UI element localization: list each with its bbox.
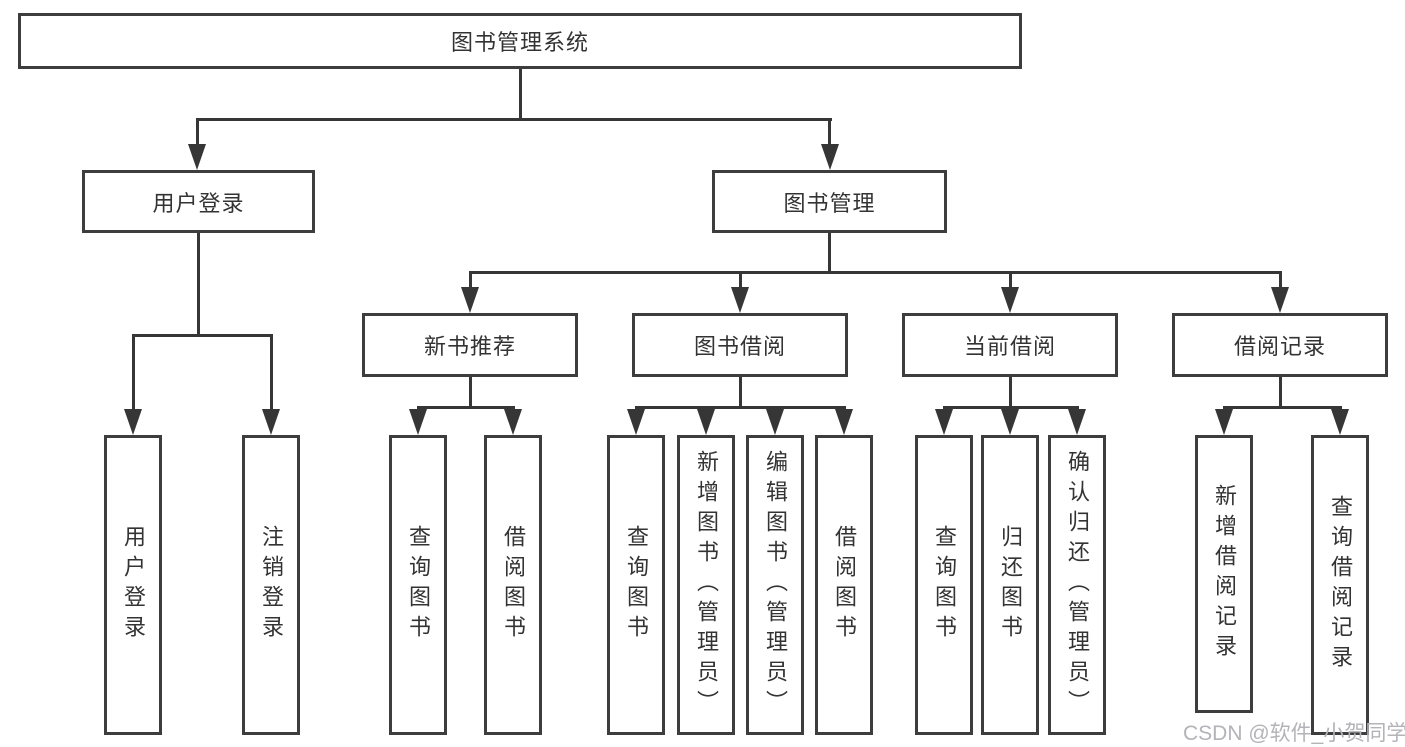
csdn-watermark: CSDN @软件_小贺同学 [1183, 722, 1405, 745]
connector-line [828, 120, 831, 146]
leaf-query-borrow-record: 查询借阅记录 [1311, 435, 1369, 735]
node-label: 注销登录 [259, 525, 284, 645]
node-label: 当前借阅 [963, 334, 1056, 359]
connector-line [197, 233, 200, 336]
connector-line [270, 334, 273, 412]
connector-line [1279, 377, 1282, 408]
node-label: 新书推荐 [423, 334, 516, 359]
node-label: 图书管理系统 [450, 30, 589, 55]
arrowhead-down-icon [766, 409, 784, 435]
node-new-book-recommend: 新书推荐 [362, 313, 578, 377]
connector-line [132, 334, 135, 412]
connector-line [828, 233, 831, 274]
arrowhead-down-icon [627, 409, 645, 435]
connector-line [469, 377, 472, 408]
connector-line [417, 406, 515, 409]
node-label: 借阅图书 [501, 525, 526, 645]
node-borrow-records: 借阅记录 [1172, 313, 1388, 377]
connector-line [739, 377, 742, 408]
connector-line [132, 334, 273, 337]
node-root-library-system: 图书管理系统 [18, 13, 1022, 69]
arrowhead-down-icon [1215, 409, 1233, 435]
connector-line [469, 271, 1282, 274]
arrowhead-down-icon [262, 409, 280, 435]
arrowhead-down-icon [1001, 409, 1019, 435]
arrowhead-down-icon [1271, 287, 1289, 313]
node-label: 查询图书 [406, 525, 431, 645]
leaf-user-login: 用户登录 [104, 435, 162, 735]
connector-line [739, 273, 742, 289]
leaf-return-book: 归还图书 [981, 435, 1039, 735]
leaf-logout: 注销登录 [242, 435, 300, 735]
node-label: 借阅记录 [1233, 334, 1326, 359]
connector-line [1009, 377, 1012, 408]
arrowhead-down-icon [821, 144, 839, 170]
arrowhead-down-icon [935, 409, 953, 435]
arrowhead-down-icon [1331, 409, 1349, 435]
node-label: 用户登录 [152, 190, 245, 216]
node-user-login: 用户登录 [82, 170, 315, 233]
node-label: 查询借阅记录 [1328, 495, 1353, 675]
node-label: 查询图书 [624, 525, 649, 645]
connector-line [635, 406, 846, 409]
arrowhead-down-icon [409, 409, 427, 435]
node-label: 归还图书 [998, 525, 1023, 645]
node-label: 借阅图书 [832, 525, 857, 645]
leaf-query-books-current: 查询图书 [915, 435, 973, 735]
connector-line [1279, 273, 1282, 289]
leaf-query-books-borrow: 查询图书 [607, 435, 665, 735]
node-label: 图书借阅 [693, 334, 786, 359]
connector-line [469, 273, 472, 289]
leaf-add-book-admin: 新增图书（管理员） [677, 435, 735, 735]
leaf-query-books-recommend: 查询图书 [389, 435, 447, 735]
leaf-add-borrow-record: 新增借阅记录 [1195, 435, 1253, 713]
node-label: 确认归还（管理员） [1065, 450, 1090, 720]
arrowhead-down-icon [697, 409, 715, 435]
node-book-management: 图书管理 [712, 170, 947, 233]
node-label: 图书管理 [783, 190, 876, 216]
node-label: 编辑图书（管理员） [763, 450, 788, 720]
leaf-borrow-books-recommend: 借阅图书 [484, 435, 542, 735]
connector-line [519, 69, 522, 120]
node-label: 新增借阅记录 [1212, 484, 1237, 664]
node-label: 新增图书（管理员） [694, 450, 719, 720]
arrowhead-down-icon [731, 287, 749, 313]
node-label: 查询图书 [932, 525, 957, 645]
arrowhead-down-icon [188, 144, 206, 170]
arrowhead-down-icon [1068, 409, 1086, 435]
connector-line [1223, 406, 1342, 409]
node-label: 用户登录 [121, 525, 146, 645]
node-book-borrow: 图书借阅 [632, 313, 848, 377]
leaf-confirm-return-admin: 确认归还（管理员） [1048, 435, 1106, 735]
arrowhead-down-icon [1001, 287, 1019, 313]
arrowhead-down-icon [835, 409, 853, 435]
node-current-borrow: 当前借阅 [902, 313, 1118, 377]
connector-line [1009, 273, 1012, 289]
connector-line [196, 120, 199, 146]
connector-line [196, 118, 832, 121]
leaf-borrow-books: 借阅图书 [815, 435, 873, 735]
arrowhead-down-icon [461, 287, 479, 313]
arrowhead-down-icon [504, 409, 522, 435]
arrowhead-down-icon [124, 409, 142, 435]
leaf-edit-book-admin: 编辑图书（管理员） [746, 435, 804, 735]
